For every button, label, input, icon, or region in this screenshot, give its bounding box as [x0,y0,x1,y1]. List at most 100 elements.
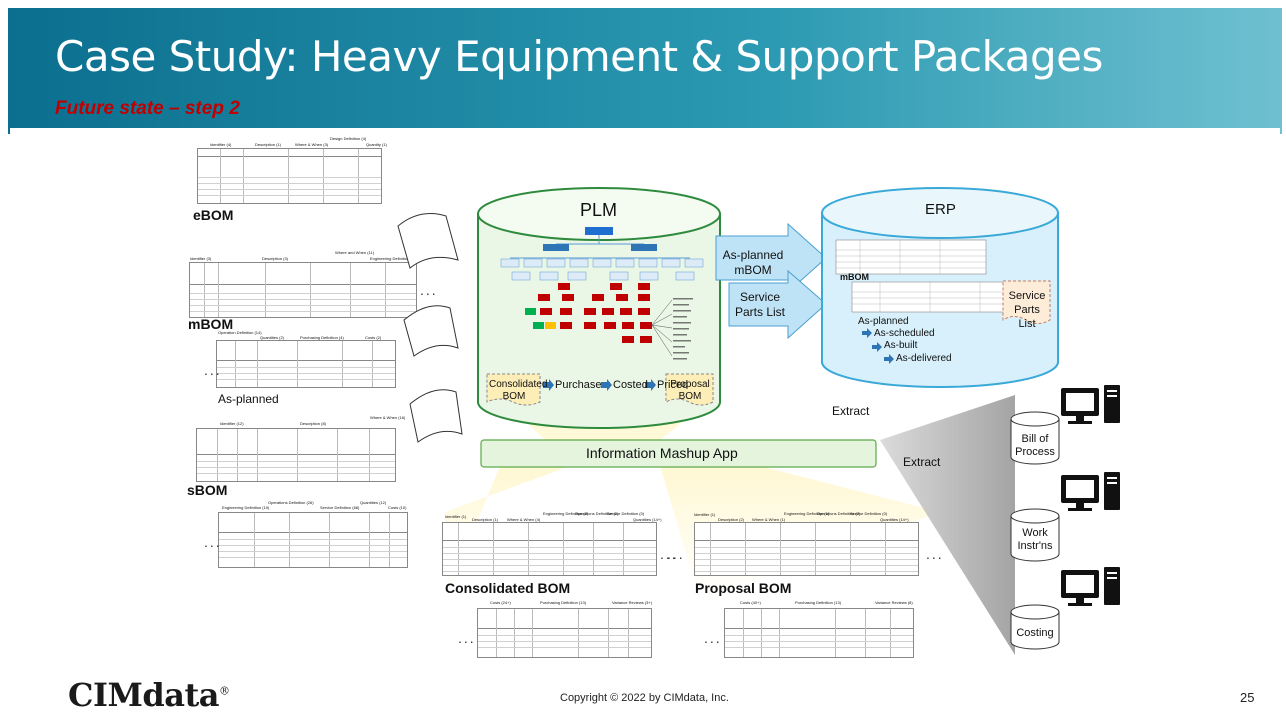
mbom-ellipsis: ... [420,282,438,298]
mbom-table [189,262,417,318]
proposal-sub-header-1: Costs (40+) [740,600,761,605]
sbom-detail-header-3: Service Definition (68) [320,505,360,510]
proposal-header-1: Identifier (1) [694,512,716,517]
asplanned-header-1: Operation Definition (14) [218,330,262,335]
consolidated-sub-header-2: Purchasing Definition (13) [540,600,587,605]
db-work-instructions-label: Work Instr'ns [1017,527,1053,552]
costing-db [1010,604,1060,650]
extract-beam [880,395,1015,655]
asplanned-table [216,340,396,388]
erp-state-3: As-built [884,340,918,351]
consolidated-bom-label: Consolidated BOM [445,580,571,596]
asplanned-header-2: Quantities (2) [260,335,285,340]
ebom-header-4: Design Definition (4) [330,136,367,141]
mbom-header-1: Identifier (3) [190,256,212,261]
consolidated-header-2: Description (1) [472,517,499,522]
sbom-header-1: Identifier (12) [220,421,244,426]
erp-service-doc-label: Service Parts List [1008,290,1046,330]
plm-flow-priced: Priced [657,379,688,391]
proposal-header-4: Engineering Definition (1) [784,511,830,516]
consolidated-header-5: Operations Definition (2) [575,511,619,516]
erp-state-2: As-scheduled [874,328,935,339]
proposal-bom-label: Proposal BOM [695,580,792,596]
asplanned-header-4: Costs (2) [365,335,382,340]
plm-flow-purchase: Purchase [555,379,602,391]
consolidated-header-1: Identifier (1) [445,514,467,519]
proposal-sub-header-3: Variance Reviews (8) [875,600,913,605]
sbom-detail-header-5: Costs (10) [388,505,407,510]
consolidated-header-7: Quantities (14+) [633,517,662,522]
db-bill-of-process-label: Bill of Process [1015,433,1055,458]
erp-state-arrows [862,328,894,364]
plm-org-chart [500,227,704,360]
computer-icon [1061,567,1120,606]
proposal-cost-table [724,608,914,658]
computer-icon [1061,385,1120,424]
plm-flow-consolidated: Consolidated BOM [489,379,548,402]
proposal-header-5: Operations Definition (2) [817,511,861,516]
mbom-label: mBOM [188,316,234,332]
sbom-table [196,428,396,482]
mbom-header-2: Description (3) [262,256,289,261]
consolidated-header-3: Where & When (4) [507,517,541,522]
ebom-table [197,148,382,204]
proposal-bom-table [694,522,919,576]
proposal-sub-header-2: Purchasing Definition (13) [795,600,842,605]
copyright: Copyright © 2022 by CIMdata, Inc. [560,692,729,704]
slide-title: Case Study: Heavy Equipment & Support Pa… [55,32,1103,81]
db-costing-label: Costing [1016,627,1054,639]
mashup-label: Information Mashup App [586,445,738,461]
mbom-header-4: Engineering Definition (5) [370,256,416,261]
ebom-header-5: Quantity (1) [366,142,387,147]
consolidated-ellipsis: ... [660,546,678,562]
plm-label: PLM [580,200,618,220]
sbom-label: sBOM [187,482,228,498]
sbom-detail-header-2: Operations Definition (26) [268,500,314,505]
proposal-header-2: Description (2) [718,517,745,522]
consolidated-header-6: Service Definition (0) [607,511,645,516]
service-parts-arrow-label: Service Parts List [734,290,785,319]
erp-mbom-label: mBOM [840,272,869,282]
erp-mbom-tables [835,239,1033,313]
extract-label-2: Extract [903,455,941,469]
asplanned-label: As-planned [218,392,279,406]
proposal-ellipsis-right: ... [926,546,944,562]
computer-icon [1061,472,1120,511]
extract-label-1: Extract [832,404,870,418]
proposal-header-7: Quantities (14+) [880,517,909,522]
consolidated-sub-header-1: Costs (24+) [490,600,511,605]
ebom-header-3: Where & When (3) [295,142,329,147]
cimdata-logo: CIMdata® [68,676,230,714]
mbom-header-3: Where and When (11) [335,250,375,255]
work-instructions-db [1010,508,1060,562]
consolidated-cost-table [477,608,652,658]
as-planned-arrow [715,222,827,294]
ebom-label: eBOM [193,207,234,223]
asplanned-ellipsis: ... [204,362,222,378]
plm-flow-arrows [543,379,656,391]
ebom-header-1: Identifier (4) [210,142,232,147]
sbom-detail-header-4: Quantities (12) [360,500,387,505]
bill-of-process-db [1010,411,1060,465]
service-parts-arrow [728,269,827,340]
title-banner [8,8,1282,134]
ebom-header-2: Description (1) [255,142,282,147]
erp-service-doc [1002,280,1051,324]
asplanned-header-3: Purchasing Definition (4) [300,335,344,340]
plm-flow-costed: Costed [613,379,648,391]
proposal-bom-doc [665,373,714,406]
sbom-header-3: Where & When (16) [370,415,406,420]
sbom-detail-header-1: Engineering Definition (19) [222,505,270,510]
erp-label: ERP [925,201,956,218]
sbom-header-2: Description (8) [300,421,327,426]
logo-mark: ® [218,684,230,698]
plm-flow-proposal: Proposal BOM [670,379,710,402]
logo-text: CIMdata [68,676,219,714]
proposal-sub-ellipsis: ... [704,630,722,646]
mashup-box [480,439,877,468]
as-planned-arrow-label: As-planned mBOM [722,248,784,277]
consolidated-sub-header-3: Variance Reviews (3+) [612,600,653,605]
consolidated-bom-doc [486,373,541,406]
consolidated-header-4: Engineering Definition (2) [543,511,589,516]
